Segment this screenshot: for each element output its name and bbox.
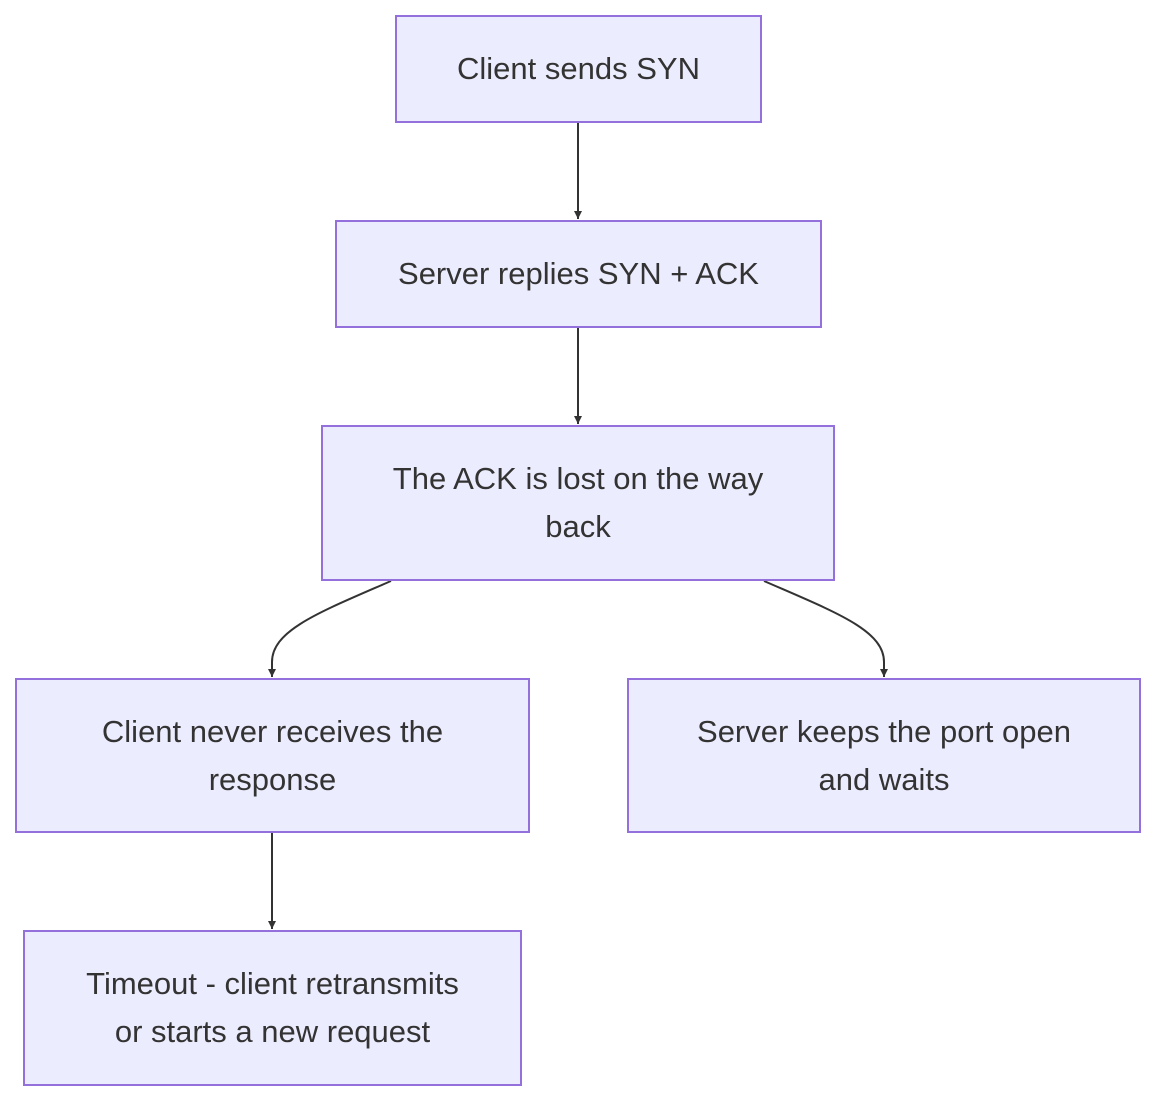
node-label: Client never receives the response xyxy=(101,713,444,797)
node-server-keeps-port-open: Server keeps the port open and waits xyxy=(627,678,1141,833)
node-label: Server replies SYN + ACK xyxy=(398,256,759,291)
node-timeout-retransmit: Timeout - client retransmits or starts a… xyxy=(23,930,522,1086)
node-client-sends-syn: Client sends SYN xyxy=(395,15,762,123)
edge-ack-lost-to-server-waits xyxy=(763,580,888,677)
node-label: Client sends SYN xyxy=(457,51,700,86)
node-ack-lost: The ACK is lost on the way back xyxy=(321,425,835,581)
node-label: Timeout - client retransmits or starts a… xyxy=(86,966,459,1049)
node-label: The ACK is lost on the way back xyxy=(392,461,764,544)
node-label: Server keeps the port open and waits xyxy=(697,713,1071,797)
node-server-replies-synack: Server replies SYN + ACK xyxy=(335,220,822,328)
edge-ack-lost-to-client-no-response xyxy=(268,580,392,677)
node-client-never-receives: Client never receives the response xyxy=(15,678,530,833)
